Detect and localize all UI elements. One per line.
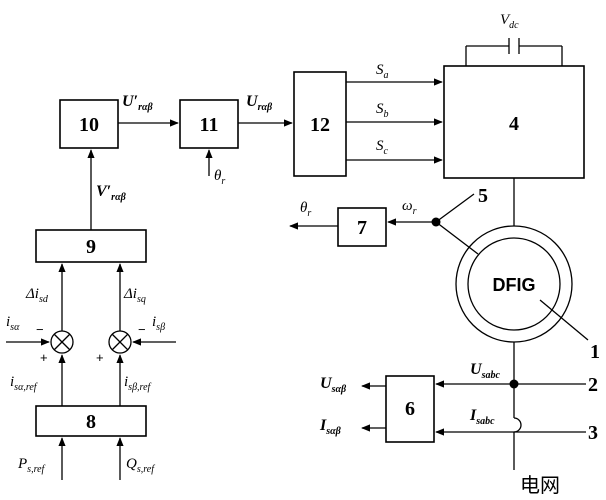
line-crossover bbox=[513, 417, 522, 433]
label-isabc: Isabc bbox=[469, 407, 495, 427]
block-8-label: 8 bbox=[86, 411, 96, 433]
dfig-inner-ring bbox=[467, 237, 561, 331]
block-8 bbox=[35, 405, 147, 437]
label-usabc: Usabc bbox=[470, 361, 500, 381]
label-isa: isα bbox=[6, 314, 20, 333]
block-4-label: 4 bbox=[509, 113, 519, 135]
speed-sensor-line bbox=[435, 221, 479, 255]
label-isab: Isαβ bbox=[319, 417, 342, 437]
callout-3: 3 bbox=[588, 422, 598, 444]
block-4-converter bbox=[443, 65, 585, 179]
label-usab: Usαβ bbox=[320, 375, 347, 395]
label-isb: isβ bbox=[152, 314, 165, 333]
label-isb-ref: isβ,ref bbox=[124, 374, 152, 393]
label-qs-ref: Qs,ref bbox=[126, 456, 155, 475]
block-7-label: 7 bbox=[357, 217, 367, 239]
summing-junction-alpha bbox=[50, 330, 74, 354]
label-u-ra: Urαβ bbox=[246, 93, 273, 113]
block-12-label: 12 bbox=[310, 114, 330, 136]
callout-2: 2 bbox=[588, 374, 598, 396]
label-sc: Sc bbox=[376, 138, 389, 157]
label-theta-r-in: θr bbox=[214, 168, 225, 187]
block-9 bbox=[35, 229, 147, 263]
block-11 bbox=[179, 99, 239, 149]
sign-minus-alpha: − bbox=[36, 322, 44, 337]
label-v-prime: V′rαβ bbox=[96, 183, 127, 203]
label-omega-r: ωr bbox=[402, 198, 417, 217]
leader-5 bbox=[435, 193, 475, 223]
sign-minus-beta: − bbox=[138, 322, 146, 337]
callout-1: 1 bbox=[590, 341, 600, 363]
leader-1 bbox=[539, 299, 589, 341]
label-sa: Sa bbox=[376, 62, 389, 81]
sign-plus-alpha: + bbox=[40, 350, 48, 365]
label-u-prime: U′rαβ bbox=[122, 93, 153, 113]
block-11-label: 11 bbox=[200, 114, 219, 136]
block-12 bbox=[293, 71, 347, 177]
label-delta-isd: Δisd bbox=[25, 286, 49, 305]
label-theta-r-out: θr bbox=[300, 200, 311, 219]
callout-5: 5 bbox=[478, 185, 488, 207]
label-vdc: Vdc bbox=[500, 12, 519, 31]
dfig-label: DFIG bbox=[493, 275, 536, 295]
label-sb: Sb bbox=[376, 101, 389, 120]
sign-plus-beta: + bbox=[96, 350, 104, 365]
label-delta-isq: Δisq bbox=[123, 286, 146, 305]
grid-label: 电网 bbox=[520, 473, 560, 497]
block-7 bbox=[337, 207, 387, 247]
block-6 bbox=[385, 375, 435, 443]
label-ps-ref: Ps,ref bbox=[17, 456, 46, 475]
summing-junction-beta bbox=[108, 330, 132, 354]
block-10 bbox=[59, 99, 119, 149]
dc-link-capacitor bbox=[465, 38, 563, 66]
block-9-label: 9 bbox=[86, 236, 96, 258]
label-isa-ref: isα,ref bbox=[10, 374, 38, 393]
block-10-label: 10 bbox=[79, 114, 99, 136]
block-6-label: 6 bbox=[405, 398, 415, 420]
